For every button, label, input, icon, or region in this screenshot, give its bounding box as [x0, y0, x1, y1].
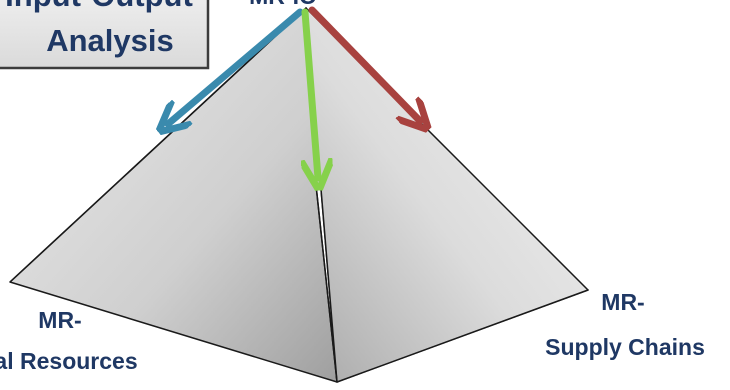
input-output-box-line2: Analysis — [46, 23, 174, 58]
right-vertex-line2: Supply Chains — [545, 334, 705, 360]
apex-label: MR-IO — [249, 0, 317, 9]
input-output-box: Input-Output Analysis — [0, 0, 210, 70]
arrow-right — [308, 6, 420, 121]
left-vertex-line2: Natural Resources — [0, 348, 138, 374]
pyramid-right-face-fill — [305, 7, 589, 383]
left-vertex-line1: MR- — [38, 307, 81, 333]
right-vertex-line1: MR- — [601, 289, 644, 315]
input-output-box-line1: Input-Output — [5, 0, 193, 13]
arrow-center — [305, 8, 318, 178]
input-output-box-frame — [0, 0, 210, 70]
pyramid-left-edge — [9, 7, 307, 283]
arrow-left — [168, 8, 304, 124]
pyramid-front-edge — [315, 184, 338, 383]
